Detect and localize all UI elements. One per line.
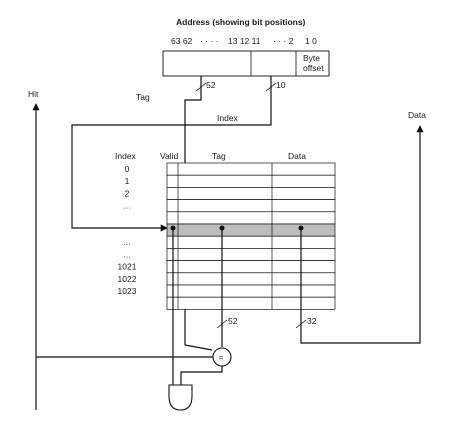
byte-offset-label-2: offset: [303, 63, 324, 73]
row-index-label: …: [123, 201, 132, 211]
data-wire: [300, 228, 421, 344]
row-index-label: 1021: [118, 262, 137, 272]
address-bits-right: 1 0: [305, 36, 317, 46]
data-output-label: Data: [408, 110, 426, 120]
cache-row: [166, 174, 336, 188]
tag-compare-width-slash: [216, 319, 228, 329]
cache-row: [166, 211, 336, 225]
index-label: Index: [217, 113, 239, 123]
row-index-label: 0: [125, 164, 130, 174]
cache-row: [166, 199, 336, 213]
data-width-label: 32: [307, 316, 317, 326]
and-gate: [168, 384, 193, 411]
address-register: [162, 50, 330, 77]
cache-header-data: Data: [288, 151, 306, 161]
index-wire: [71, 76, 272, 232]
row-index-labels: 0 1 2 … … … 1021 1022 1023: [118, 164, 137, 296]
compare-to-and-wire: [180, 366, 223, 385]
row-index-label: 1: [125, 176, 130, 186]
tag-junction-dot: [219, 225, 225, 231]
address-bits-right-dots: · · · 2: [273, 36, 294, 46]
row-index-label: 1023: [118, 286, 137, 296]
byte-offset-label-1: Byte: [303, 53, 320, 63]
tag-width-label: 52: [206, 80, 216, 90]
comparator-symbol: =: [219, 353, 224, 363]
cache-row: [166, 248, 336, 261]
cache-row-selected: [166, 223, 336, 237]
cache-header-tag: Tag: [212, 151, 226, 161]
cache-row: [166, 296, 336, 310]
index-width-slash: [265, 82, 277, 92]
cache-row: [166, 284, 336, 298]
address-bits-middle: 13 12 11: [228, 36, 261, 46]
row-index-label: 1022: [118, 274, 137, 284]
cache-row: [166, 162, 336, 176]
tag-label: Tag: [136, 92, 150, 102]
row-index-label: …: [123, 249, 132, 259]
address-bits-left-dots: · · · ·: [200, 36, 218, 46]
tag-compare-width-label: 52: [228, 316, 238, 326]
index-width-label: 10: [276, 80, 286, 90]
hit-label: Hit: [28, 89, 39, 99]
row-index-label: 2: [125, 188, 130, 198]
data-width-slash: [295, 319, 307, 329]
valid-junction-dot: [170, 225, 176, 231]
cache-header-index: Index: [115, 151, 137, 161]
data-junction-dot: [298, 225, 304, 231]
cache-table: [166, 162, 336, 310]
address-bits-left: 63 62: [171, 36, 193, 46]
cache-row: [166, 260, 336, 274]
row-index-label: …: [123, 237, 132, 247]
cache-row: [166, 235, 336, 249]
tag-to-comparator-wire: [184, 344, 213, 351]
address-title: Address (showing bit positions): [176, 17, 306, 27]
cache-header-valid: Valid: [160, 151, 179, 161]
cache-row: [166, 272, 336, 286]
cache-row: [166, 187, 336, 200]
tag-width-slash: [195, 82, 207, 92]
